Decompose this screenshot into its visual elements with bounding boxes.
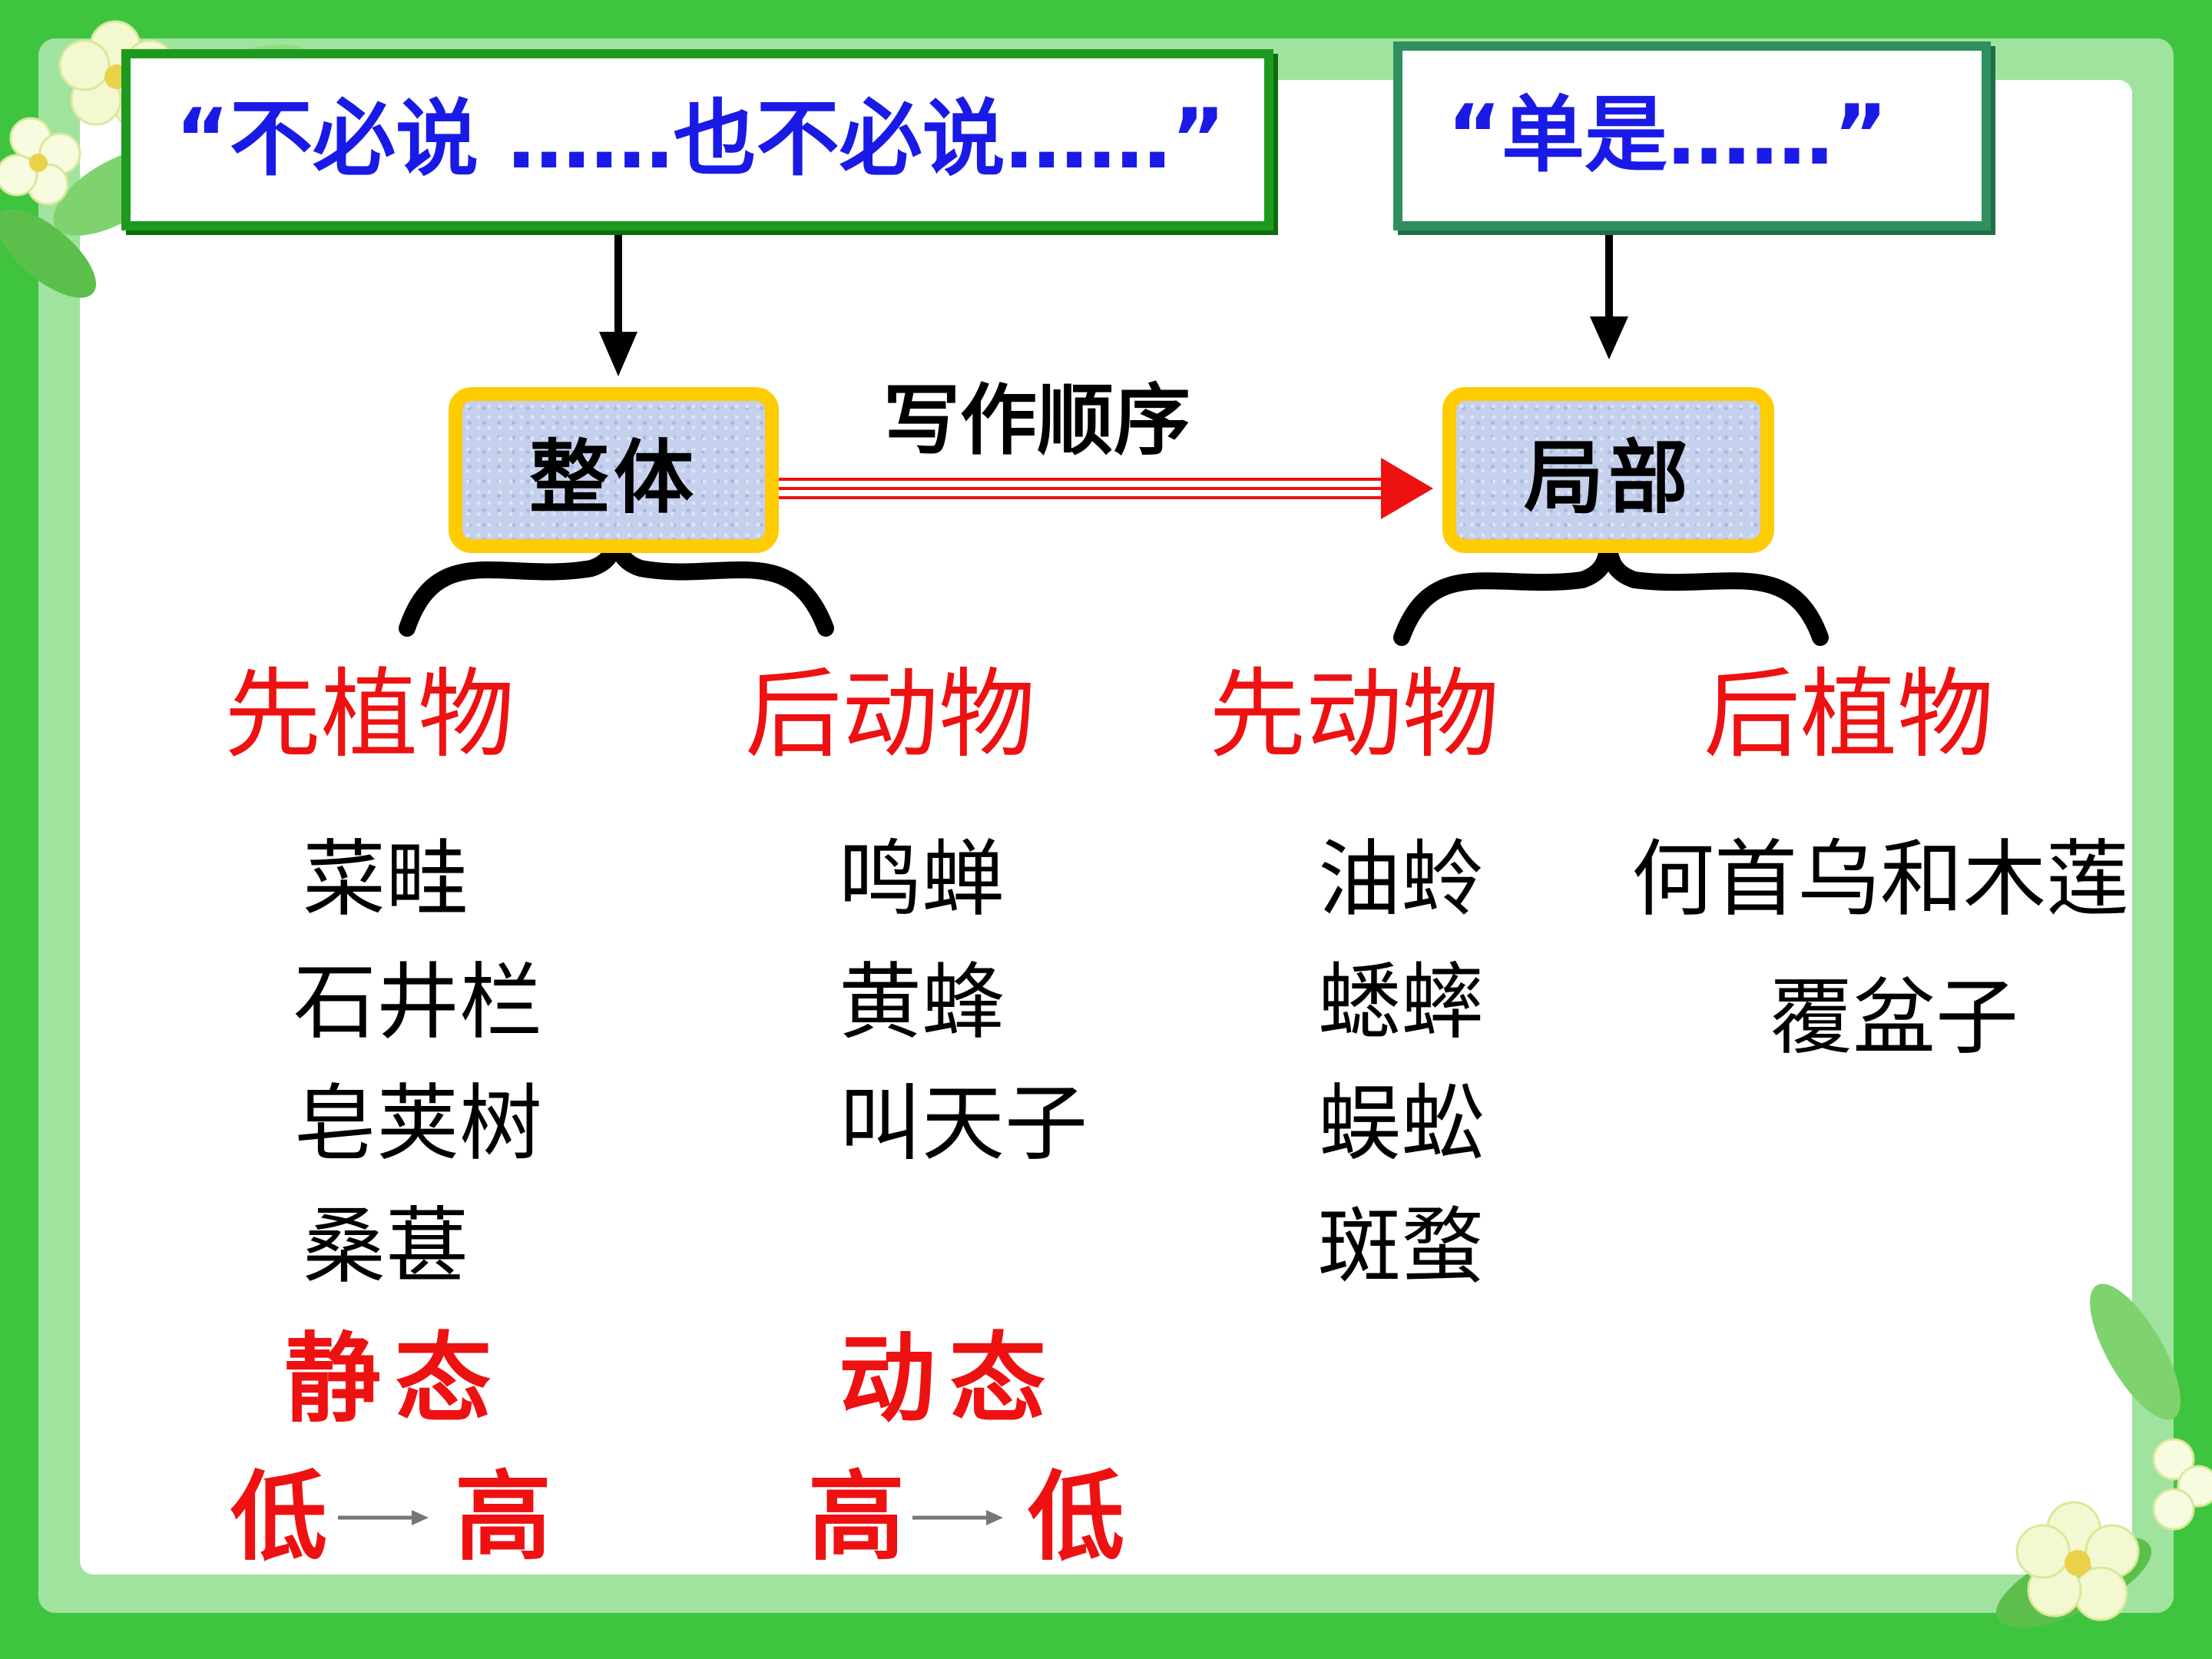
list-item: 桑葚 (303, 1199, 469, 1295)
list-item: 覆盆子 (1770, 970, 2019, 1066)
list-item: 石井栏 (293, 955, 543, 1051)
flower-decoration-bottom-right (1995, 1283, 2212, 1628)
node-part: 局部 (1442, 387, 1774, 553)
high-to-low-arrow (912, 1510, 1003, 1525)
list-item: 斑蝥 (1318, 1199, 1485, 1295)
writing-order-label: 写作顺序 (883, 376, 1190, 465)
label-static: 静态 (284, 1322, 505, 1435)
list-item: 叫天子 (839, 1076, 1088, 1172)
down-arrow-left (599, 235, 637, 376)
label-low-left: 低 (230, 1460, 327, 1574)
quote-left-text: “不必说 ……也不必说……” (175, 91, 1226, 187)
list-item: 蜈蚣 (1318, 1076, 1485, 1172)
list-item: 鸣蝉 (839, 832, 1005, 928)
list-item: 蟋蟀 (1318, 955, 1485, 1051)
list-item: 油蛉 (1318, 832, 1485, 928)
label-dynamic: 动态 (839, 1322, 1060, 1435)
down-arrow-right (1590, 235, 1628, 359)
low-to-high-arrow (338, 1510, 429, 1525)
heading-plants-first: 先植物 (224, 658, 515, 771)
node-whole: 整体 (449, 387, 779, 553)
label-high-left: 高 (455, 1460, 551, 1574)
list-item: 黄蜂 (839, 955, 1005, 1051)
heading-plants-after: 后植物 (1704, 658, 1994, 771)
heading-animals-after: 后动物 (745, 658, 1035, 771)
label-high-right: 高 (808, 1460, 905, 1574)
writing-order-arrow (770, 458, 1433, 519)
quote-box-right: “单是……” (1393, 41, 1991, 230)
label-low-right: 低 (1028, 1460, 1124, 1574)
node-part-label: 局部 (1523, 430, 1693, 525)
slide-panel (80, 80, 2132, 1575)
list-item: 何首乌和木莲 (1631, 832, 2130, 928)
brace-right (1393, 540, 1829, 646)
quote-box-left: “不必说 ……也不必说……” (121, 49, 1273, 230)
quote-right-text: “单是……” (1447, 88, 1888, 184)
node-whole-label: 整体 (528, 430, 698, 525)
list-item: 皂荚树 (293, 1076, 543, 1172)
list-item: 菜畦 (303, 832, 469, 928)
heading-animals-first: 先动物 (1209, 658, 1499, 771)
